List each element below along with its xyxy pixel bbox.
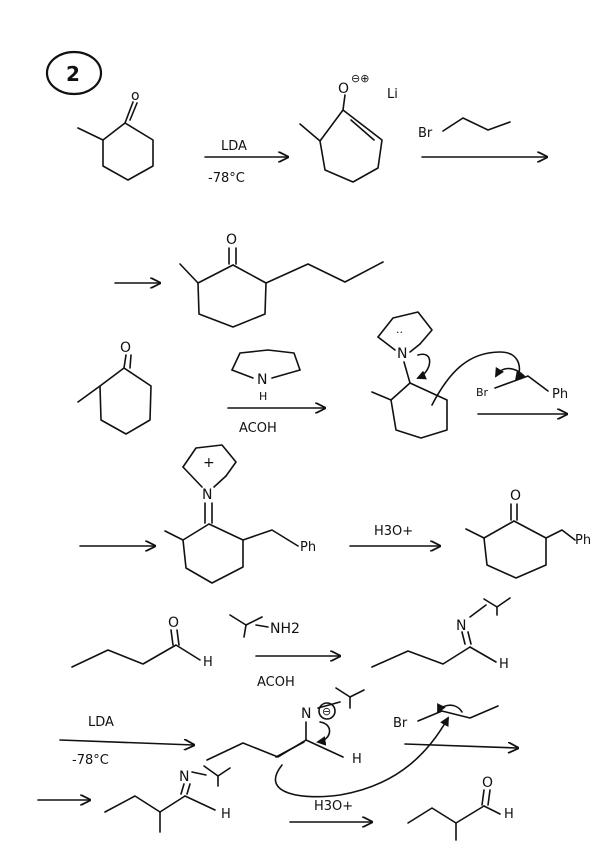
row7-imine-h: H [221, 807, 231, 822]
problem-number-badge: 2 [45, 50, 103, 96]
row4-iminium: + N Ph [79, 444, 316, 584]
row7-product: O H [407, 775, 514, 841]
row3-halide-ph: Ph [552, 387, 568, 402]
row6-arrow-1 [59, 740, 194, 745]
row4-ph-label: Ph [300, 540, 316, 555]
row6-anion-n: N [301, 706, 311, 722]
row7-hydrolysis: H3O+ [289, 799, 372, 822]
row3-amine-reagent: N H ACOH [227, 349, 325, 436]
row6-anion-h: H [352, 752, 362, 767]
row5-reagent-bottom: ACOH [257, 675, 295, 690]
row3-reagent-bottom: ACOH [239, 421, 277, 436]
row3-amine-h: H [259, 390, 267, 403]
row2: O [114, 232, 384, 328]
row5-imine-h: H [499, 657, 509, 672]
row4-iminium-n: N [202, 487, 212, 503]
row7-product-h: H [504, 807, 514, 822]
row4-hydrolysis: H3O+ [349, 524, 440, 546]
row5-aldehyde: O H [71, 615, 213, 670]
row5-aldehyde-o: O [168, 615, 179, 631]
row3-halide: Br Ph [476, 375, 568, 414]
row1-reagent-top: LDA [221, 139, 247, 154]
row6-aza-enolate: N ⊖ H [206, 687, 463, 798]
row4-product-ph: Ph [575, 533, 591, 548]
row6-charge-circle [318, 702, 336, 720]
row3-arrow-curved-3 [495, 366, 525, 378]
problem-circle [45, 50, 103, 96]
row7-imine-n: N [179, 769, 189, 785]
row6-arrow-curved-1 [316, 721, 331, 746]
row1-enolate-counterion: Li [387, 87, 398, 102]
row2-product-o: O [226, 232, 237, 248]
row6-arrow-curved-3 [437, 702, 463, 714]
row4-hydrolysis-label: H3O+ [374, 524, 413, 539]
row7-imine: N H [37, 765, 231, 833]
row5-amine-reagent: NH2 ACOH [229, 614, 340, 690]
row4-iminium-plus: + [203, 455, 215, 471]
row1-halide-br: Br [418, 126, 433, 141]
row3-ketone-o: O [120, 340, 131, 356]
row5-imine: N H [371, 597, 511, 672]
row1-enolate-charges: ⊖⊕ [351, 72, 369, 85]
row6-lda: LDA -78°C [59, 715, 194, 768]
row6-reagent-bottom: -78°C [72, 753, 109, 768]
row6-arrow-curved-2 [274, 716, 449, 798]
row1-enolate-o: O [338, 81, 349, 97]
row6-arrow-2 [404, 744, 518, 748]
row1-enolate: O ⊖⊕ Li [299, 72, 398, 183]
row5-aldehyde-h: H [203, 655, 213, 670]
row1-reagent-bottom: -78°C [208, 171, 245, 186]
row3-halide-br: Br [476, 386, 489, 399]
row6-anion-charge: ⊖ [322, 705, 331, 718]
row1-lda-arrow: LDA -78°C [204, 139, 288, 186]
row3-amine-n: N [257, 372, 267, 388]
row7-product-o: O [482, 775, 493, 791]
row6-halide: Br [393, 705, 518, 748]
row1-ketone: o [77, 88, 154, 181]
row3-arrow-curved-1 [416, 353, 431, 380]
row5-amine: NH2 [270, 621, 300, 637]
row3-arrow-curved-2 [431, 351, 525, 406]
row3-enamine-n: N [397, 346, 407, 362]
row4-product: Ph O [465, 488, 591, 579]
row5-imine-n: N [456, 618, 466, 634]
row4-product-o: O [510, 488, 521, 504]
row3-enamine-lone-pair: ·· [396, 326, 403, 339]
row1-ketone-o: o [131, 88, 140, 104]
row3-enamine: ·· N [371, 311, 525, 439]
row7-hydrolysis-label: H3O+ [314, 799, 353, 814]
row6-halide-br: Br [393, 716, 408, 731]
row1-alkyl-halide: Br [418, 117, 547, 157]
row3-ketone: O [77, 340, 152, 435]
row6-reagent-top: LDA [88, 715, 114, 730]
problem-number: 2 [66, 62, 80, 86]
